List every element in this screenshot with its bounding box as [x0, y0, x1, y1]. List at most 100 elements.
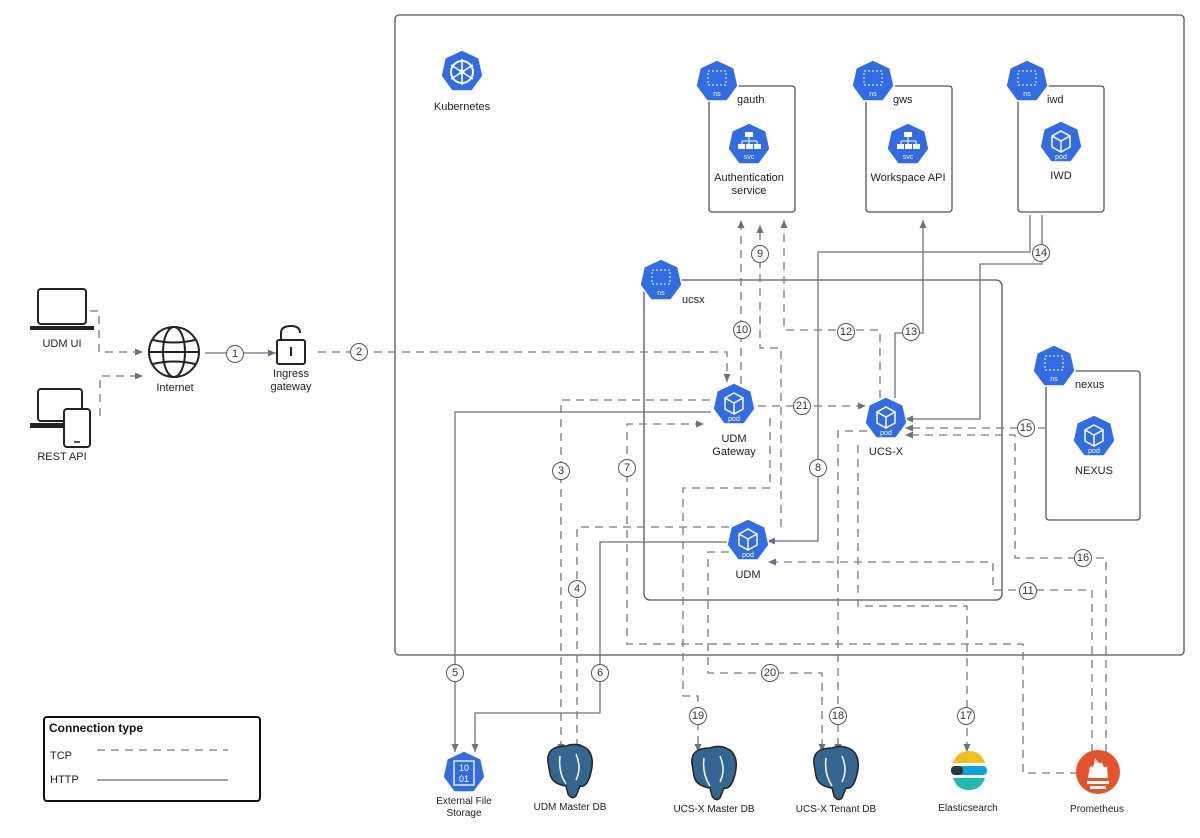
iwd-pod-label: IWD — [1050, 170, 1071, 182]
workspace-api-label: Workspace API — [871, 172, 946, 184]
conn-number: 8 — [815, 462, 821, 474]
service-icon: svc — [886, 122, 930, 165]
namespace-gws: ns gws — [851, 59, 913, 106]
conn-9 — [756, 225, 782, 527]
ucsx-tenant-db-label: UCS-X Tenant DB — [796, 804, 877, 815]
pod-icon: pod — [1039, 120, 1083, 163]
ucsx-master-db-node: UCS-X Master DB — [673, 745, 755, 815]
svg-text:ns: ns — [1050, 376, 1058, 383]
namespace-box-nexus — [1045, 370, 1141, 521]
prometheus-icon — [1076, 750, 1120, 794]
elasticsearch-label: Elasticsearch — [938, 803, 997, 814]
namespace-nexus: ns nexus — [1032, 344, 1105, 391]
auth-service-label-line2: service — [732, 185, 767, 197]
namespace-label: iwd — [1047, 94, 1064, 106]
ingress-label-line1: Ingress — [273, 368, 310, 380]
conn-13 — [894, 220, 927, 398]
ucsx-pod-node: pod UCS-X — [864, 396, 908, 458]
file-storage-label-line2: Storage — [446, 808, 481, 819]
udm-master-db-node: UDM Master DB — [534, 743, 607, 813]
conn-number: 18 — [832, 710, 844, 722]
postgresql-icon — [547, 743, 593, 799]
conn-number: 9 — [757, 248, 763, 260]
conn-number: 7 — [624, 462, 630, 474]
file-storage-icon: 10 01 — [442, 750, 486, 793]
prometheus-label: Prometheus — [1070, 804, 1124, 815]
devices-icon — [30, 388, 91, 448]
legend-item-http-label: HTTP — [50, 774, 79, 786]
namespace-box-gauth — [708, 85, 796, 213]
connection-number-badges: 1 2 3 4 5 6 7 8 9 10 11 12 13 14 15 16 1… — [226, 244, 1092, 725]
svg-text:svc: svc — [744, 154, 755, 161]
legend: Connection type TCP HTTP — [43, 716, 261, 802]
conn-19 — [682, 418, 771, 752]
svg-text:pod: pod — [1088, 448, 1100, 455]
svg-text:01: 01 — [459, 774, 469, 784]
namespace-ucsx: ns ucsx — [639, 258, 705, 306]
ingress-label-line2: gateway — [271, 381, 312, 393]
namespace-icon: ns — [1032, 344, 1076, 387]
conn-14 — [905, 215, 1043, 423]
svg-text:pod: pod — [742, 552, 754, 559]
udm-ui-node: UDM UI — [30, 288, 94, 350]
namespace-label: ucsx — [682, 294, 705, 306]
conn-rest-api-internet — [99, 372, 143, 416]
pod-icon: pod — [864, 396, 908, 439]
legend-title: Connection type — [49, 721, 143, 735]
ucsx-pod-label: UCS-X — [869, 446, 904, 458]
udm-gateway-label-line1: UDM — [721, 433, 746, 445]
conn-number: 17 — [960, 710, 972, 722]
conn-3 — [557, 399, 710, 752]
svg-text:ns: ns — [869, 91, 877, 98]
conn-number: 5 — [452, 667, 458, 679]
conn-18 — [834, 430, 867, 752]
namespace-box-ucsx — [643, 279, 1003, 601]
rest-api-node: REST API — [30, 388, 91, 463]
conn-number: 3 — [558, 465, 564, 477]
conn-number: 14 — [1035, 247, 1047, 259]
namespace-box-iwd — [1017, 85, 1105, 213]
conn-number: 1 — [232, 348, 238, 360]
udm-master-db-label: UDM Master DB — [534, 802, 607, 813]
conn-number: 13 — [905, 326, 917, 338]
svg-text:svc: svc — [903, 154, 914, 161]
elasticsearch-icon — [951, 751, 987, 790]
conn-12 — [780, 220, 881, 398]
connections — [90, 215, 1107, 774]
conn-2 — [318, 351, 731, 382]
ucsx-master-db-label: UCS-X Master DB — [673, 804, 754, 815]
conn-number: 4 — [574, 583, 580, 595]
conn-4 — [573, 526, 729, 752]
nexus-pod-label: NEXUS — [1075, 465, 1113, 477]
namespace-label: nexus — [1075, 379, 1105, 391]
conn-20 — [707, 551, 826, 752]
conn-number: 19 — [692, 710, 704, 722]
svg-text:pod: pod — [880, 430, 892, 437]
svg-text:ns: ns — [1023, 91, 1031, 98]
namespace-icon: ns — [695, 59, 739, 102]
kubernetes-label: Kubernetes — [434, 101, 491, 113]
conn-number: 20 — [764, 667, 776, 679]
conn-number: 12 — [840, 326, 852, 338]
conn-number: 2 — [356, 346, 362, 358]
pod-icon: pod — [712, 382, 756, 425]
pod-icon: pod — [1072, 414, 1116, 457]
globe-icon — [148, 326, 200, 378]
conn-udm-ui-internet — [90, 310, 143, 356]
udm-pod-label: UDM — [735, 569, 760, 581]
postgresql-icon — [691, 745, 737, 801]
file-storage-label-line1: External File — [436, 796, 492, 807]
conn-number: 6 — [597, 667, 603, 679]
udm-gateway-label-line2: Gateway — [712, 446, 756, 458]
conn-number: 11 — [1022, 585, 1033, 597]
nexus-pod-node: pod NEXUS — [1072, 414, 1116, 477]
postgresql-icon — [813, 745, 859, 801]
namespace-label: gws — [893, 94, 913, 106]
udm-pod-node: pod UDM — [726, 518, 770, 581]
udm-ui-label: UDM UI — [42, 338, 81, 350]
internet-node: Internet — [148, 326, 200, 394]
auth-service-label-line1: Authentication — [714, 172, 784, 184]
udm-gateway-pod-node: pod UDM Gateway — [712, 382, 756, 458]
namespace-gauth: ns gauth — [695, 59, 765, 106]
